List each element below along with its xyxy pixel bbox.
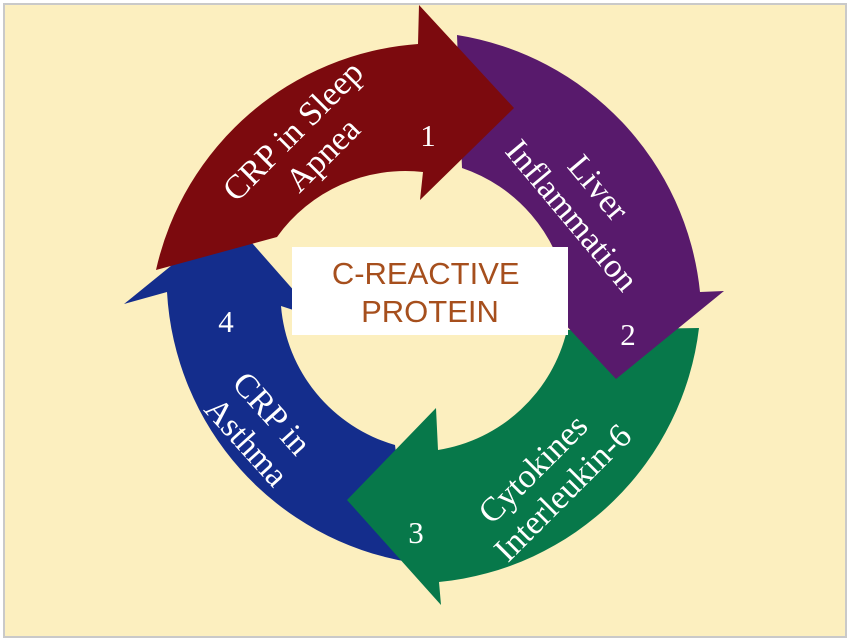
center-title: C-REACTIVE PROTEIN <box>332 256 528 329</box>
segment-2-arrow <box>457 35 724 379</box>
segment-3-arrow <box>347 328 699 605</box>
segment-1-arrow <box>156 5 514 270</box>
segment-4-number: 4 <box>218 304 234 339</box>
segment-4-arrow <box>124 218 409 562</box>
segment-3-number: 3 <box>408 515 424 550</box>
center-box <box>292 247 568 335</box>
segment-2-number: 2 <box>620 317 636 352</box>
segment-1-number: 1 <box>420 118 436 153</box>
